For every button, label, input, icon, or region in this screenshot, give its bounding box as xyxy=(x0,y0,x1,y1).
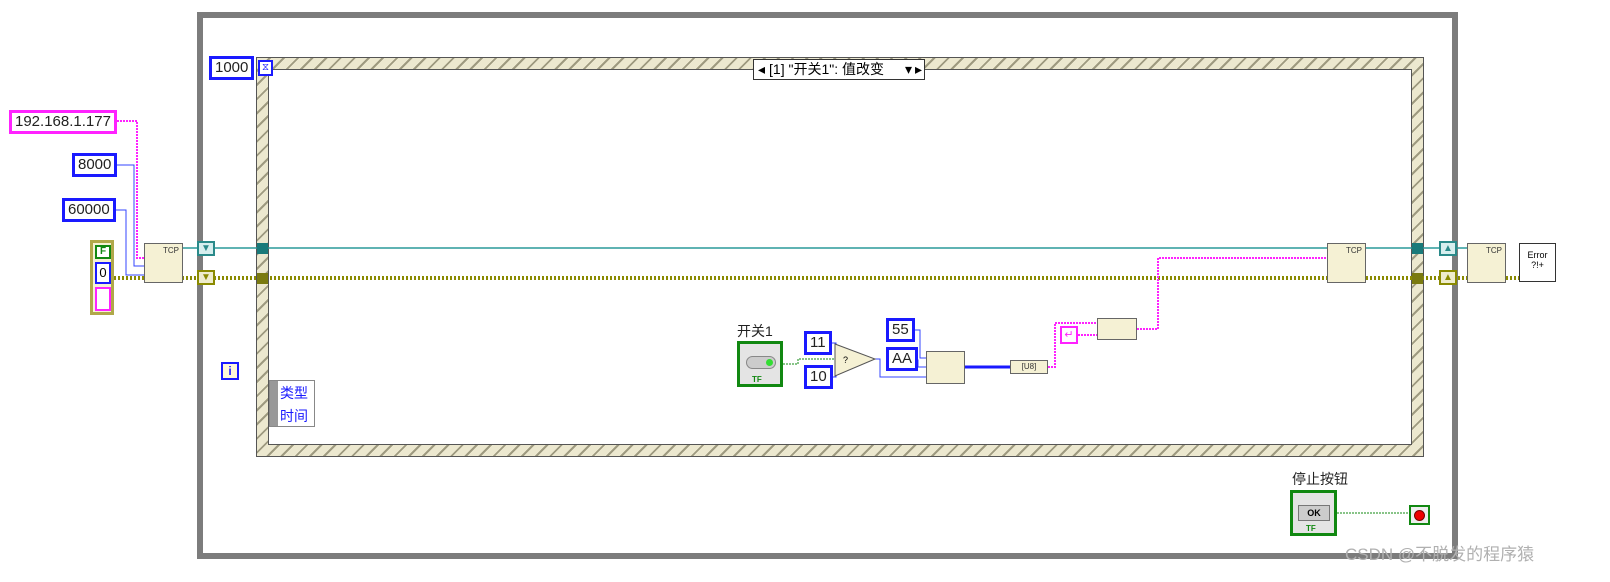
simple-error-handler-node[interactable]: Error ?!+ xyxy=(1519,243,1556,282)
hourglass-icon: ⧖ xyxy=(258,60,273,76)
svg-text:?: ? xyxy=(843,355,848,365)
select-node[interactable]: ? xyxy=(833,342,877,378)
loop-condition-stop-icon[interactable] xyxy=(1409,505,1430,525)
tf-label: TF xyxy=(752,375,762,384)
switch-1-terminal[interactable]: TF xyxy=(737,341,783,387)
status-constant: F xyxy=(95,245,111,259)
tunnel xyxy=(257,243,268,254)
shift-register-left-refnum: ▼ xyxy=(197,241,215,256)
shift-register-right-refnum: ▲ xyxy=(1439,241,1457,256)
event-data-node[interactable]: 类型 时间 xyxy=(269,380,315,427)
port-constant[interactable]: 8000 xyxy=(72,153,118,177)
next-case-icon[interactable]: ▸ xyxy=(914,61,922,77)
tcp-label: TCP xyxy=(163,246,179,255)
tcp-open-connection-node[interactable]: TCP xyxy=(144,243,183,283)
prev-case-icon[interactable]: ◂ xyxy=(758,61,766,77)
constant-10[interactable]: 10 xyxy=(804,365,833,389)
error-cluster-constant[interactable]: F 0 xyxy=(90,240,114,315)
constant-55[interactable]: 55 xyxy=(886,318,915,342)
tcp-label: TCP xyxy=(1486,246,1502,255)
constant-aa[interactable]: AA xyxy=(886,347,919,371)
stop-button-terminal[interactable]: OK TF xyxy=(1290,490,1337,536)
iteration-terminal: i xyxy=(221,362,239,380)
event-data-time: 时间 xyxy=(280,408,308,424)
constant-11[interactable]: 11 xyxy=(804,331,832,355)
tcp-close-connection-node[interactable]: TCP xyxy=(1467,243,1506,283)
event-data-type: 类型 xyxy=(280,385,308,401)
tcp-label: TCP xyxy=(1346,246,1362,255)
stop-button-label: 停止按钮 xyxy=(1292,471,1348,487)
watermark: CSDN @不脱发的程序猿 xyxy=(1345,545,1535,564)
shift-register-right-error: ▲ xyxy=(1439,270,1457,285)
ip-address-constant[interactable]: 192.168.1.177 xyxy=(9,110,117,134)
dropdown-icon[interactable]: ▾ xyxy=(904,61,912,77)
while-loop xyxy=(197,12,1458,559)
timeout-ms-constant[interactable]: 1000 xyxy=(209,56,255,80)
timeout-constant[interactable]: 60000 xyxy=(62,198,116,222)
tcp-write-node[interactable]: TCP xyxy=(1327,243,1366,283)
source-constant xyxy=(95,287,111,311)
build-array-node[interactable] xyxy=(926,351,965,384)
event-structure-frame xyxy=(268,69,1412,445)
switch-label: 开关1 xyxy=(737,323,773,339)
byte-array-to-string-node[interactable]: [U8] xyxy=(1010,360,1048,374)
ok-button-icon: OK xyxy=(1298,505,1330,521)
concatenate-strings-node[interactable] xyxy=(1097,318,1137,340)
tunnel xyxy=(1412,273,1423,284)
tunnel xyxy=(257,273,268,284)
code-constant: 0 xyxy=(95,262,111,284)
shift-register-left-error: ▼ xyxy=(197,270,215,285)
case-label: [1] "开关1": 值改变 xyxy=(769,61,884,77)
tf-label: TF xyxy=(1306,524,1316,533)
carriage-return-constant[interactable]: ↵ xyxy=(1060,326,1078,344)
tunnel xyxy=(1412,243,1423,254)
event-case-selector[interactable]: ◂[1] "开关1": 值改变 ▾▸ xyxy=(753,59,925,80)
led-icon xyxy=(746,356,776,369)
